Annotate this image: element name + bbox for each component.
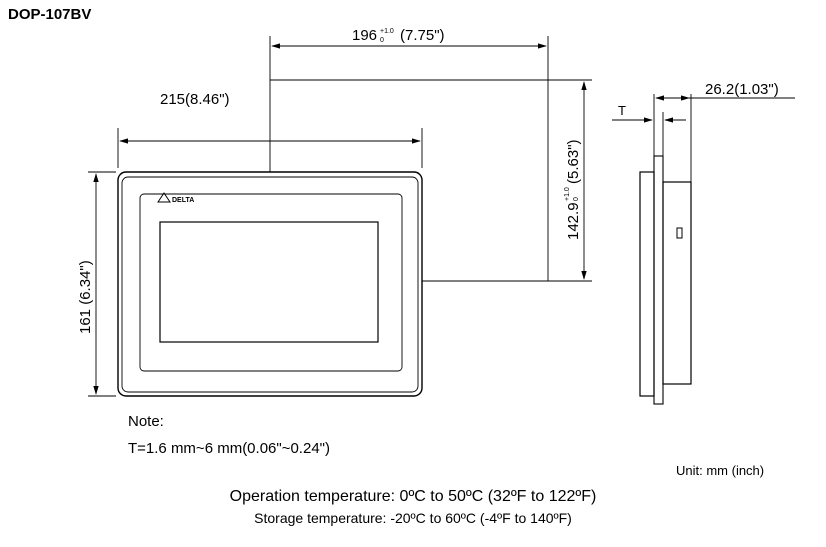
- side-body: [662, 181, 692, 385]
- front-view: [117, 171, 423, 397]
- side-mount: [653, 155, 664, 405]
- side-connector: [676, 227, 683, 239]
- cutout-height-dimension: [422, 80, 592, 282]
- delta-triangle-icon: [157, 192, 171, 203]
- side-view: [639, 94, 692, 405]
- depth-label: 26.2(1.03"): [705, 81, 779, 98]
- model-title: DOP-107BV: [8, 6, 92, 23]
- thickness-label: T: [618, 103, 626, 118]
- side-bezel: [639, 171, 655, 397]
- delta-logo-text: DELTA: [172, 197, 194, 204]
- cutout-width-value: 196: [352, 27, 377, 44]
- note-text: T=1.6 mm~6 mm(0.06"~0.24"): [128, 440, 330, 457]
- cutout-height-imperial: (5.63"): [565, 139, 582, 184]
- operation-temperature: Operation temperature: 0ºC to 50ºC (32ºF…: [229, 488, 597, 505]
- note-title: Note:: [128, 413, 164, 430]
- cutout-height-tol-upper: +1.0: [564, 187, 571, 201]
- overall-width-label: 215(8.46"): [160, 91, 230, 108]
- cutout-width-imperial: (7.75"): [400, 27, 445, 44]
- cutout-width-tol-upper: +1.0: [380, 28, 394, 35]
- unit-label: Unit: mm (inch): [676, 463, 765, 478]
- lcd-screen: [159, 221, 379, 343]
- cutout-height-tol-lower: 0: [573, 197, 580, 201]
- delta-logo: DELTA: [157, 192, 194, 204]
- overall-height-dimension: [88, 171, 116, 397]
- cutout-height-value: 142.9: [565, 202, 582, 240]
- overall-height-label: 161 (6.34"): [77, 260, 94, 334]
- front-panel: [139, 193, 403, 372]
- bezel-inner: [121, 176, 419, 393]
- bezel-outer: [117, 171, 423, 397]
- storage-temperature: Storage temperature: -20ºC to 60ºC (-4ºF…: [254, 510, 572, 526]
- cutout-width-dimension: [269, 36, 592, 172]
- cutout-height-label: 142.9 +1.0 0 (5.63"): [564, 139, 582, 240]
- cutout-width-tol-lower: 0: [380, 37, 384, 44]
